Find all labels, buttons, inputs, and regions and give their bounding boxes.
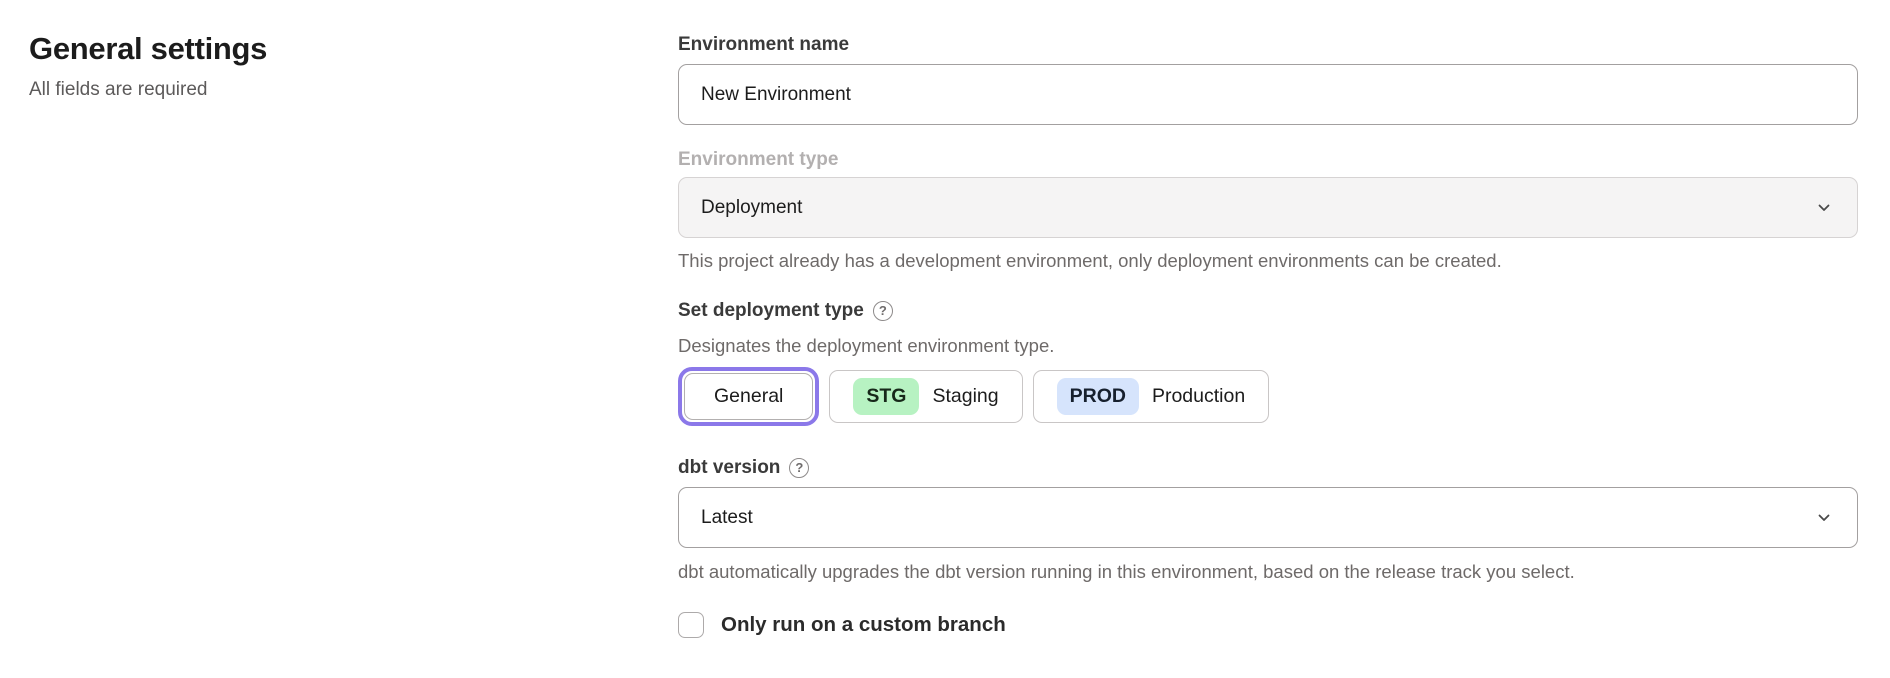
deployment-type-option-production[interactable]: PROD Production: [1032, 370, 1270, 423]
environment-type-value: Deployment: [701, 196, 803, 218]
option-label: Production: [1151, 385, 1246, 407]
question-circle-icon[interactable]: ?: [872, 301, 893, 321]
option-label: Staging: [932, 385, 999, 407]
selected-option-ring: General: [678, 367, 820, 426]
production-badge: PROD: [1056, 378, 1139, 415]
environment-settings-form: Environment name Environment type Deploy…: [678, 33, 1858, 638]
chevron-down-icon: [1818, 204, 1830, 211]
deployment-type-description: Designates the deployment environment ty…: [678, 335, 1055, 356]
deployment-type-label: Set deployment type ?: [678, 299, 1858, 323]
environment-type-select[interactable]: Deployment: [678, 177, 1858, 238]
settings-header: General settings All fields are required: [29, 31, 629, 101]
custom-branch-label: Only run on a custom branch: [721, 613, 1006, 636]
environment-name-label: Environment name: [678, 34, 850, 55]
dbt-version-label: dbt version ?: [678, 456, 1858, 480]
environment-type-label: Environment type: [678, 149, 839, 170]
environment-type-helper: This project already has a development e…: [678, 250, 1502, 271]
deployment-type-options: General STG Staging PROD Production: [678, 367, 1858, 426]
deployment-type-label-text: Set deployment type: [678, 300, 864, 321]
dbt-version-value: Latest: [701, 506, 753, 528]
custom-branch-row: Only run on a custom branch: [678, 612, 1858, 638]
chevron-down-icon: [1818, 514, 1830, 521]
environment-name-input[interactable]: [678, 64, 1858, 125]
page-title: General settings: [29, 31, 268, 66]
deployment-type-option-staging[interactable]: STG Staging: [829, 370, 1023, 423]
dbt-version-label-text: dbt version: [678, 457, 781, 478]
dbt-version-helper: dbt automatically upgrades the dbt versi…: [678, 561, 1575, 582]
staging-badge: STG: [853, 378, 920, 415]
option-label: General: [714, 385, 784, 407]
deployment-type-option-general[interactable]: General: [684, 373, 814, 420]
dbt-version-select[interactable]: Latest: [678, 487, 1858, 548]
page-subtitle: All fields are required: [29, 79, 208, 100]
custom-branch-checkbox[interactable]: [678, 612, 704, 638]
question-circle-icon[interactable]: ?: [789, 458, 810, 478]
